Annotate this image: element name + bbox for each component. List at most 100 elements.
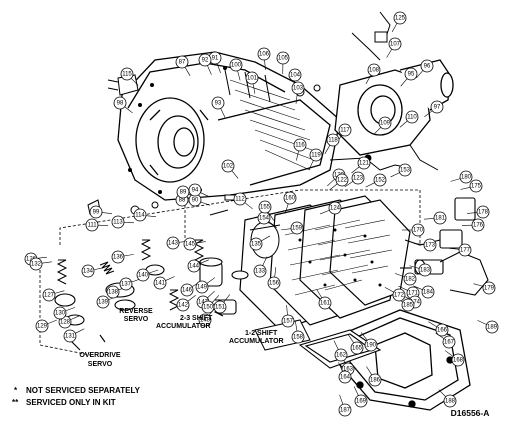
- callout-106: 106: [257, 47, 271, 61]
- callout-circle-98: [113, 96, 127, 110]
- callout-circle-133: [253, 264, 267, 278]
- callout-number-113: 113: [113, 219, 123, 225]
- callout-number-96: 96: [424, 63, 431, 69]
- callout-leader-114: [145, 215, 156, 218]
- callout-170: 170: [411, 223, 425, 237]
- callout-circle-87: [175, 55, 189, 69]
- callout-number-184: 184: [423, 289, 434, 295]
- callout-circle-106: [257, 47, 271, 61]
- callout-leader-108: [365, 75, 372, 84]
- callout-leader-188: [438, 389, 446, 397]
- callout-number-165: 165: [352, 345, 363, 351]
- callout-circle-148: [198, 313, 212, 327]
- callout-leader-101: [252, 83, 256, 94]
- callout-leader-154: [268, 221, 277, 228]
- callout-number-145: 145: [185, 241, 196, 247]
- callout-leader-182: [394, 273, 405, 278]
- callout-number-172: 172: [394, 292, 405, 298]
- callout-circle-109: [378, 116, 392, 130]
- callout-186: 186: [368, 373, 382, 387]
- callout-89: 89: [176, 185, 190, 199]
- callout-100: 100: [229, 58, 243, 72]
- callout-leader-147: [207, 290, 215, 299]
- callout-number-133: 133: [255, 268, 266, 274]
- callout-circle-110: [405, 110, 419, 124]
- callout-circle-101: [245, 71, 259, 85]
- callout-number-134: 134: [83, 268, 94, 274]
- callout-number-99: 99: [93, 209, 100, 215]
- callout-number-154: 154: [259, 215, 270, 221]
- callout-101: 101: [245, 71, 259, 85]
- callout-number-128: 128: [60, 319, 71, 325]
- callout-number-104: 104: [290, 72, 301, 78]
- callout-110: 110: [405, 110, 419, 124]
- callout-119: 119: [309, 148, 323, 162]
- callout-number-131: 131: [65, 333, 76, 339]
- callout-number-187: 187: [340, 407, 351, 413]
- callout-circle-190: [364, 338, 378, 352]
- callout-leader-96: [416, 70, 424, 79]
- callout-number-168: 168: [453, 357, 464, 363]
- callout-leader-118: [324, 145, 331, 154]
- callout-149: 149: [195, 280, 209, 294]
- callout-leader-103: [295, 93, 298, 104]
- callout-number-142: 142: [178, 302, 189, 308]
- callout-number-149: 149: [197, 284, 208, 290]
- callout-number-124: 124: [330, 205, 341, 211]
- callout-circle-138: [106, 285, 120, 299]
- callout-number-90: 90: [192, 197, 199, 203]
- callout-leader-190: [360, 332, 368, 341]
- callout-number-117: 117: [340, 127, 350, 133]
- callout-circle-116: [293, 138, 307, 152]
- callout-leader-120: [327, 178, 335, 187]
- callout-112: 112: [233, 192, 247, 206]
- callout-leader-116: [296, 150, 299, 161]
- callout-leader-153: [390, 172, 400, 178]
- callout-circle-93: [211, 96, 225, 110]
- callout-circle-99: [89, 205, 103, 219]
- callout-number-92: 92: [202, 57, 209, 63]
- shift-accumulator-2-3-line1: 2-3 SHIFT: [180, 315, 213, 322]
- callout-circle-160: [283, 191, 297, 205]
- callout-circle-102: [221, 159, 235, 173]
- callout-circle-125: [393, 11, 407, 25]
- callout-circle-139: [96, 295, 110, 309]
- callout-circle-188: [443, 394, 457, 408]
- callout-leader-142: [187, 294, 196, 302]
- callout-circle-149: [195, 280, 209, 294]
- callout-104: 104: [288, 68, 302, 82]
- callout-circle-131: [63, 329, 77, 343]
- callout-number-87: 87: [179, 59, 186, 65]
- callout-number-98: 98: [117, 100, 124, 106]
- callout-circle-155: [258, 200, 272, 214]
- callout-144: 144: [187, 259, 201, 273]
- callout-circle-176: [471, 218, 485, 232]
- callout-number-89: 89: [180, 189, 187, 195]
- callout-circle-158: [291, 330, 305, 344]
- callout-190: 190: [364, 338, 378, 352]
- callout-leader-180: [450, 178, 461, 182]
- callout-number-140: 140: [138, 272, 149, 278]
- callout-leader-87: [184, 67, 191, 76]
- callout-leader-99: [101, 212, 112, 214]
- callout-circle-142: [176, 298, 190, 312]
- callout-number-178: 178: [478, 209, 489, 215]
- group-frames: [39, 189, 421, 356]
- callout-140: 140: [136, 268, 150, 282]
- callout-circle-173: [423, 238, 437, 252]
- callout-circle-187: [338, 403, 352, 417]
- callout-148: 148: [198, 313, 212, 327]
- callout-circle-115: [120, 67, 134, 81]
- overdrive-servo-line1: OVERDRIVE: [79, 352, 121, 359]
- callout-number-123: 123: [353, 175, 364, 181]
- callout-129: 129: [35, 319, 49, 333]
- callout-circle-141: [153, 276, 167, 290]
- callout-number-107: 107: [390, 41, 401, 47]
- reverse-servo-label-line1: REVERSE: [119, 308, 153, 315]
- callout-number-91: 91: [212, 55, 219, 61]
- callout-circle-123: [351, 171, 365, 185]
- callout-circle-118: [326, 133, 340, 147]
- callout-137: 137: [119, 277, 133, 291]
- diagram-id: D16556-A: [451, 408, 490, 418]
- callout-leader-127: [54, 290, 65, 294]
